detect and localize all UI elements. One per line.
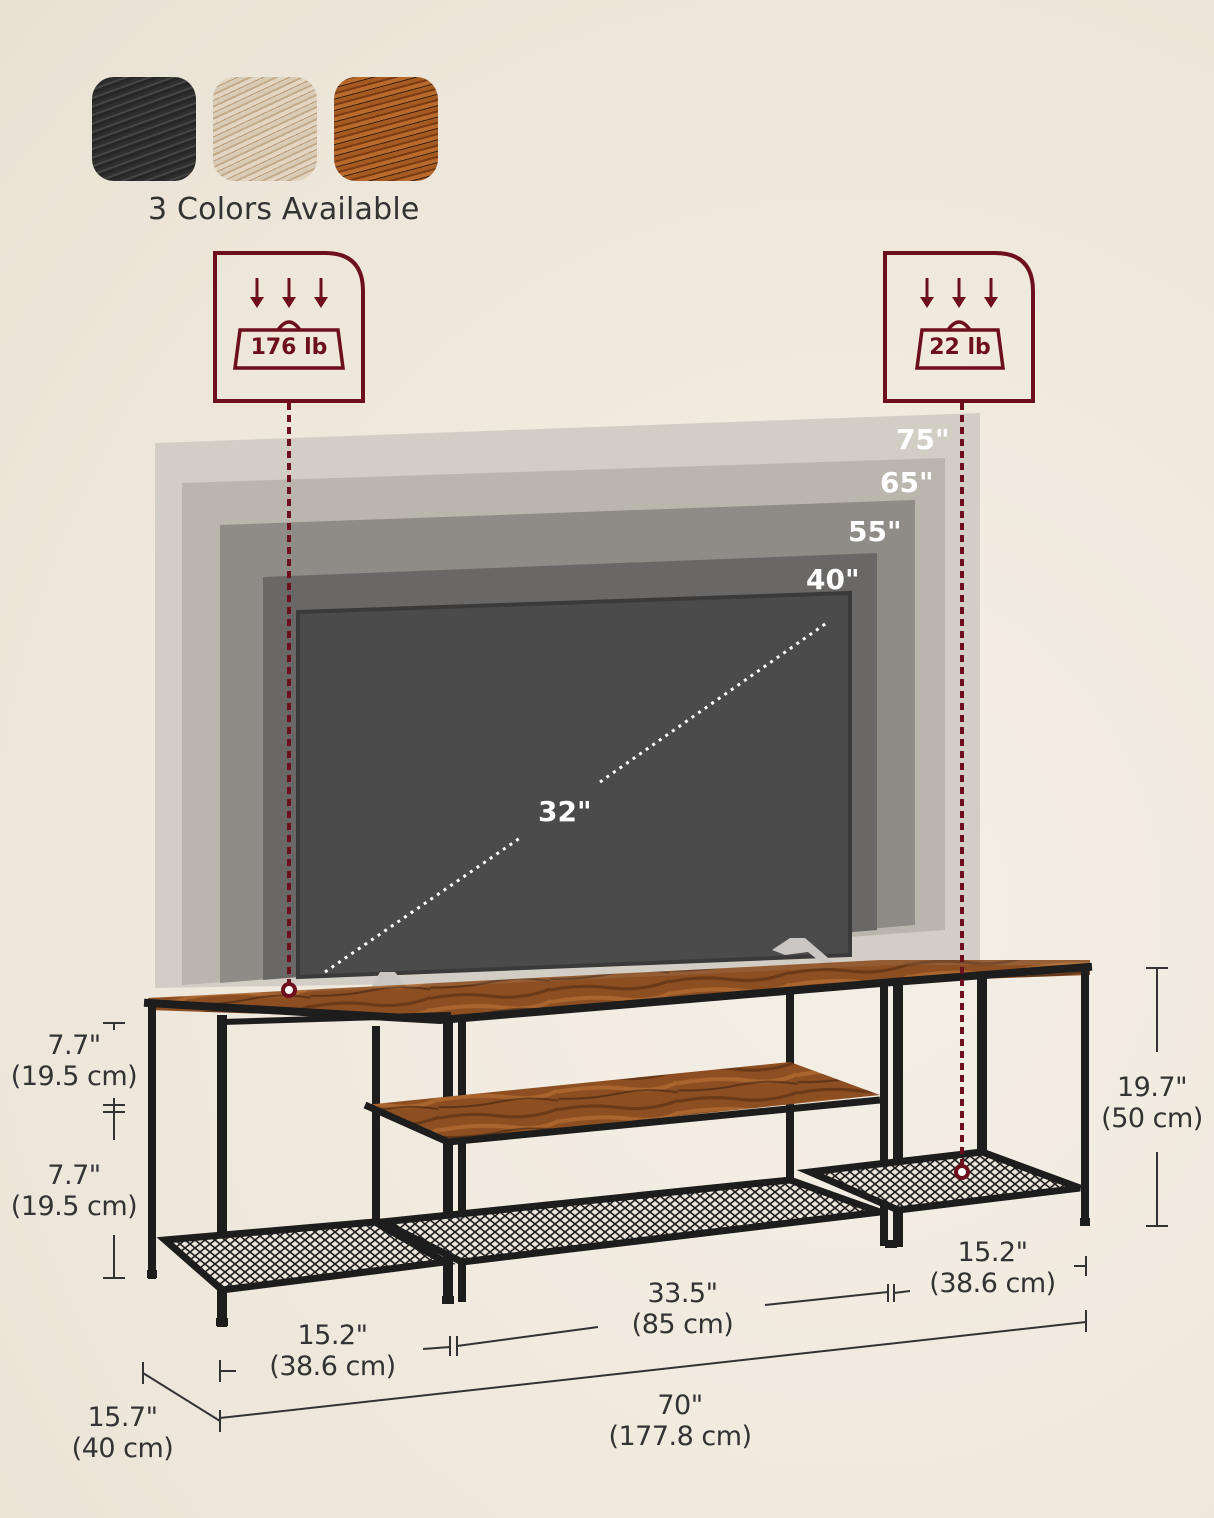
load-value-side: 22 lb [929, 335, 991, 360]
dim-cm: (38.6 cm) [929, 1268, 1056, 1299]
dim-side-width-right: 15.2" (38.6 cm) [920, 1237, 1065, 1299]
load-value-top: 176 lb [250, 335, 328, 360]
dim-inch: 70" [657, 1390, 703, 1421]
load-badge-side [883, 251, 1035, 1180]
dim-cm: (38.6 cm) [269, 1351, 396, 1382]
dim-inch: 7.7" [47, 1030, 101, 1061]
dim-inch: 15.7" [87, 1402, 158, 1433]
dim-inch: 19.7" [1116, 1072, 1188, 1103]
dim-depth: 15.7" (40 cm) [60, 1402, 185, 1464]
dim-height: 19.7" (50 cm) [1092, 1072, 1212, 1134]
dim-cm: (40 cm) [71, 1433, 174, 1464]
dim-cm: (85 cm) [631, 1309, 734, 1340]
tv-size-75: 75" [896, 423, 950, 456]
tv-size-32: 32" [538, 795, 592, 828]
load-badge-top [213, 251, 365, 998]
dim-inch: 15.2" [297, 1320, 368, 1351]
dim-side-width-left: 15.2" (38.6 cm) [260, 1320, 405, 1382]
dim-inch: 7.7" [47, 1160, 101, 1191]
tv-size-40: 40" [806, 563, 860, 596]
dim-cm: (19.5 cm) [10, 1061, 138, 1092]
dim-shelf-gap-upper: 7.7" (19.5 cm) [8, 1030, 140, 1092]
dim-cm: (177.8 cm) [608, 1421, 752, 1452]
tv-size-55: 55" [848, 515, 902, 548]
dim-cm: (50 cm) [1101, 1103, 1203, 1134]
tv-size-outlines [155, 413, 980, 988]
color-swatch-greige[interactable] [213, 77, 317, 181]
color-swatch-black[interactable] [92, 77, 196, 181]
dim-middle-width: 33.5" (85 cm) [620, 1278, 745, 1340]
dim-total-width: 70" (177.8 cm) [605, 1390, 755, 1452]
dimension-lines [103, 967, 1168, 1432]
dim-shelf-gap-lower: 7.7" (19.5 cm) [8, 1160, 140, 1222]
dim-cm: (19.5 cm) [10, 1191, 138, 1222]
color-swatch-rustic-brown[interactable] [334, 77, 438, 181]
tv-size-65: 65" [880, 466, 934, 499]
dim-inch: 33.5" [647, 1278, 718, 1309]
dim-inch: 15.2" [957, 1237, 1028, 1268]
colors-available-label: 3 Colors Available [148, 192, 420, 227]
